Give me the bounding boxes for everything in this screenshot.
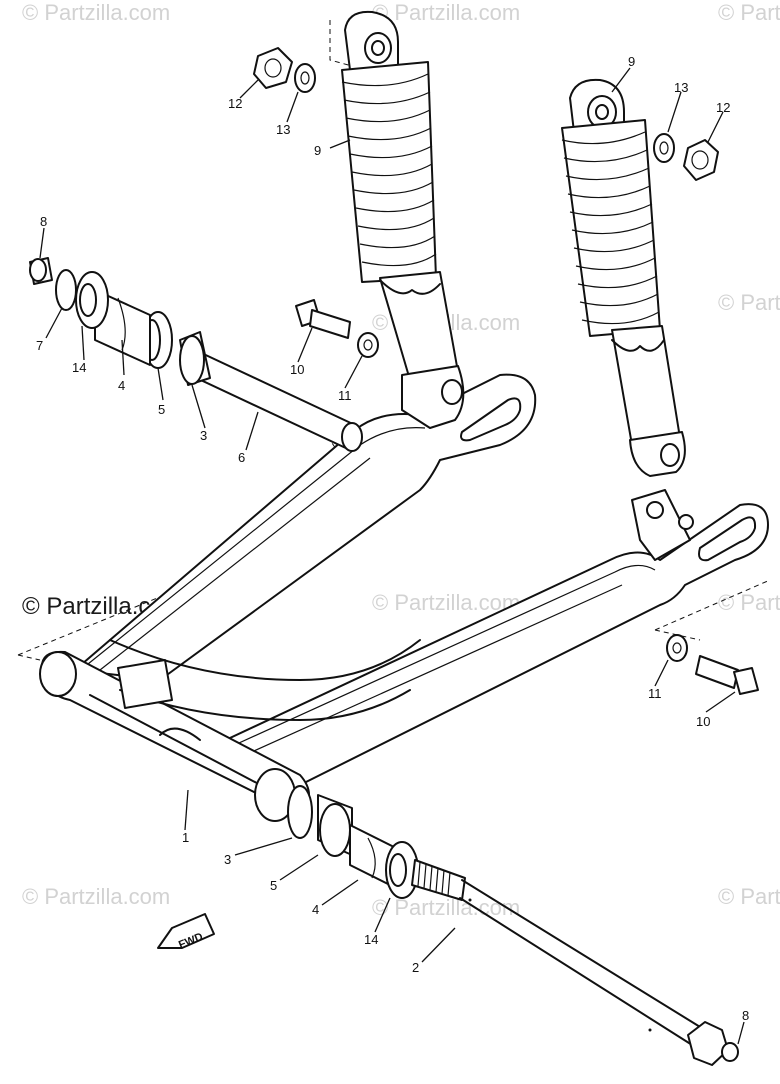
watermark-text: © Partzilla.com	[372, 895, 520, 920]
watermark-text: © Partzilla.com	[22, 884, 170, 909]
callout-3[interactable]: 3	[224, 852, 231, 867]
watermark-text: © Partzilla.com	[718, 884, 780, 909]
watermark-text: © Partzilla.com	[718, 290, 780, 315]
right-pivot-assembly	[287, 785, 739, 1066]
callout-9[interactable]: 9	[314, 143, 321, 158]
fwd-direction-badge: FWD	[157, 913, 215, 951]
callout-11[interactable]: 11	[648, 686, 662, 701]
callout-11[interactable]: 11	[338, 388, 352, 403]
callout-5[interactable]: 5	[270, 878, 277, 893]
right-shock-absorber	[561, 78, 719, 477]
callout-12[interactable]: 12	[228, 96, 242, 111]
callout-14[interactable]: 14	[364, 932, 378, 947]
left-shock-absorber	[253, 10, 465, 429]
callout-8[interactable]: 8	[40, 214, 47, 229]
shock-mount-hardware	[295, 299, 759, 695]
callout-9[interactable]: 9	[628, 54, 635, 69]
left-pivot-assembly	[29, 257, 363, 452]
callout-13[interactable]: 13	[674, 80, 688, 95]
watermark-text: © Partzilla.com	[372, 0, 520, 25]
callout-10[interactable]: 10	[290, 362, 304, 377]
callout-6[interactable]: 6	[238, 450, 245, 465]
watermark-text: © Partzilla.com	[22, 0, 170, 25]
callout-5[interactable]: 5	[158, 402, 165, 417]
watermark-layer: © Partzilla.com © Partzilla.com © Partzi…	[22, 0, 780, 920]
callout-8[interactable]: 8	[742, 1008, 749, 1023]
callout-10[interactable]: 10	[696, 714, 710, 729]
callout-14[interactable]: 14	[72, 360, 86, 375]
callout-2[interactable]: 2	[412, 960, 419, 975]
leader-lines	[39, 67, 745, 1045]
callout-12[interactable]: 12	[716, 100, 730, 115]
watermark-text: © Partzilla.com	[372, 590, 520, 615]
callout-4[interactable]: 4	[312, 902, 319, 917]
callout-labels: 8 7 14 4 5 3 6 12 13 9 10 11 9 13 12 11 …	[36, 54, 749, 1023]
callout-13[interactable]: 13	[276, 122, 290, 137]
callout-4[interactable]: 4	[118, 378, 125, 393]
callout-1[interactable]: 1	[182, 830, 189, 845]
watermark-text: © Partzilla.com	[718, 0, 780, 25]
callout-3[interactable]: 3	[200, 428, 207, 443]
callout-7[interactable]: 7	[36, 338, 43, 353]
watermark-text: © Partzilla.com	[718, 590, 780, 615]
